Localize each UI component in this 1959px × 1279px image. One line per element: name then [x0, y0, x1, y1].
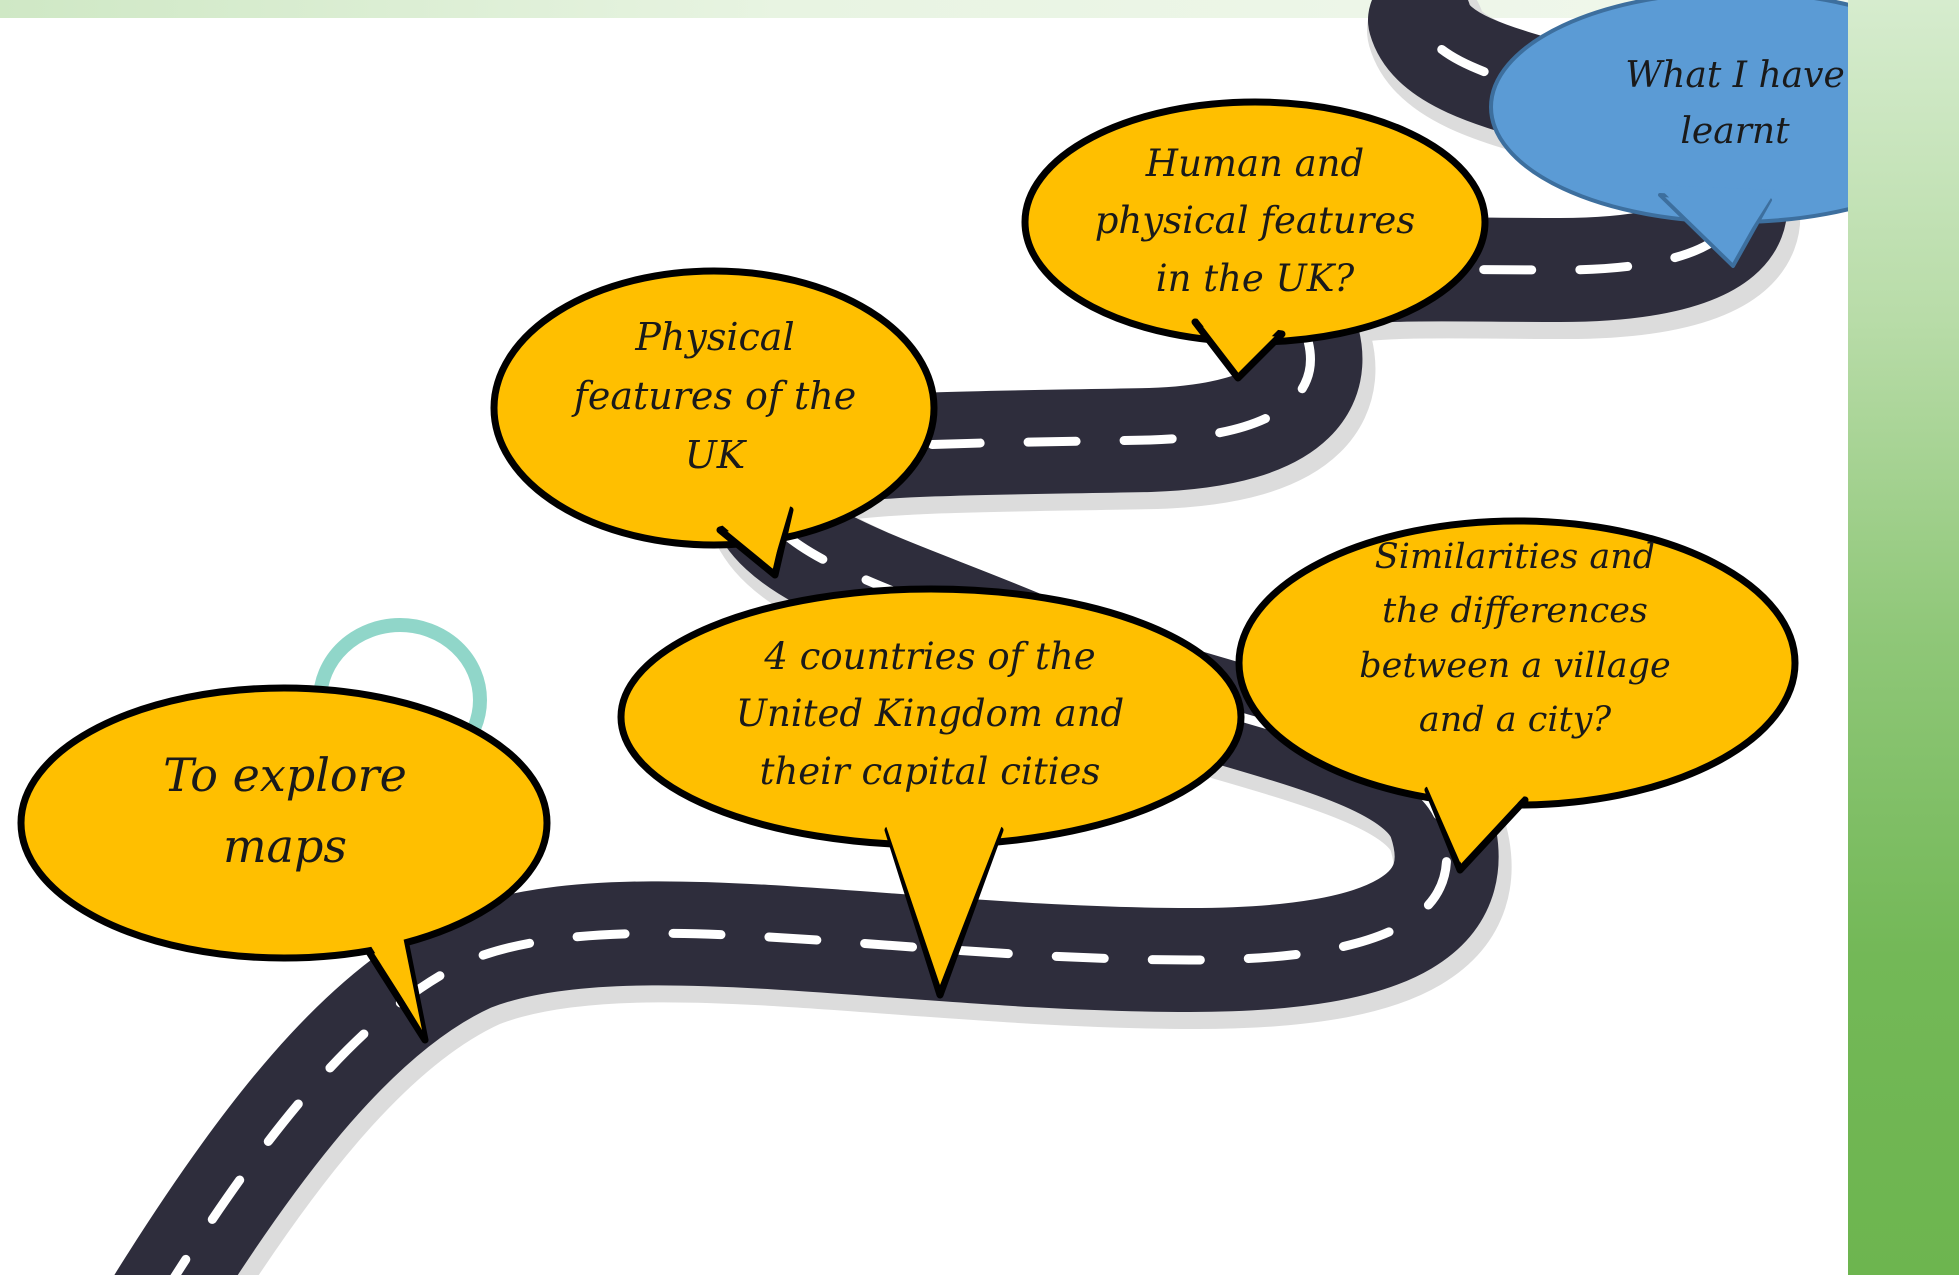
step-label-3: Physical features of the UK: [573, 315, 857, 477]
step-label-5: Similarities and the differences between…: [1359, 537, 1671, 740]
step-label-1: To explore maps: [163, 748, 407, 874]
step-bubble-4: [1021, 98, 1489, 382]
right-green-panel: [1848, 0, 1959, 1275]
roadmap-diagram: To explore maps 4 countries of the Unite…: [17, 0, 1959, 1279]
goal-label: What I have learnt: [1625, 55, 1845, 152]
step-bubble-2: [617, 585, 1245, 999]
step-bubble-1: [17, 684, 551, 1044]
step-label-4: Human and physical features in the UK?: [1094, 142, 1416, 300]
road-center-dashes: [167, 15, 1740, 1279]
road-illustration: [17, 0, 1959, 1279]
step-label-2: 4 countries of the United Kingdom and th…: [735, 635, 1125, 793]
goal-bubble: [1489, 0, 1959, 268]
step-bubble-3: [490, 267, 938, 579]
step-bubble-5: [1235, 517, 1799, 874]
